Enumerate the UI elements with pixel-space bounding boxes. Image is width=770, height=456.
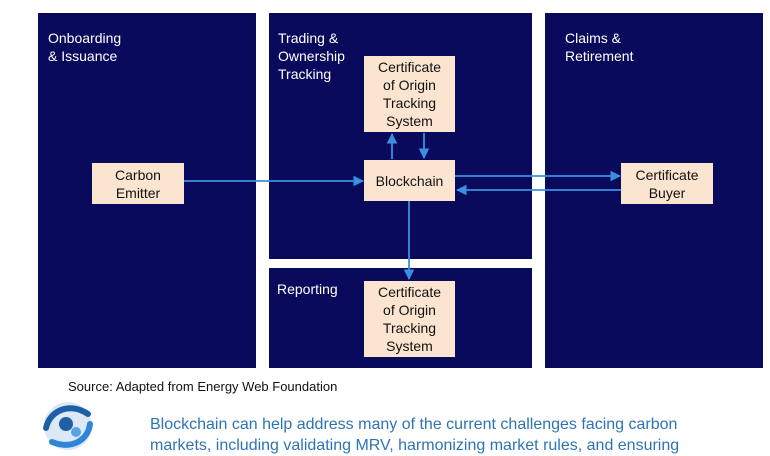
node-blockchain: Blockchain <box>364 160 455 201</box>
panel-title-trading: Trading & Ownership Tracking <box>278 30 345 82</box>
panel-trading: Trading & Ownership Tracking <box>269 13 532 259</box>
node-cot-bottom: Certificate of Origin Tracking System <box>364 281 455 357</box>
node-cot-top: Certificate of Origin Tracking System <box>364 56 455 132</box>
source-caption: Source: Adapted from Energy Web Foundati… <box>68 379 338 394</box>
node-carbon-emitter: Carbon Emitter <box>92 163 184 204</box>
panel-title-claims: Claims & Retirement <box>565 30 634 64</box>
panel-title-onboarding: Onboarding & Issuance <box>48 30 122 64</box>
panel-title-reporting: Reporting <box>277 281 338 297</box>
node-certificate-buyer: Certificate Buyer <box>621 163 713 204</box>
globe-puzzle-icon <box>43 402 93 450</box>
